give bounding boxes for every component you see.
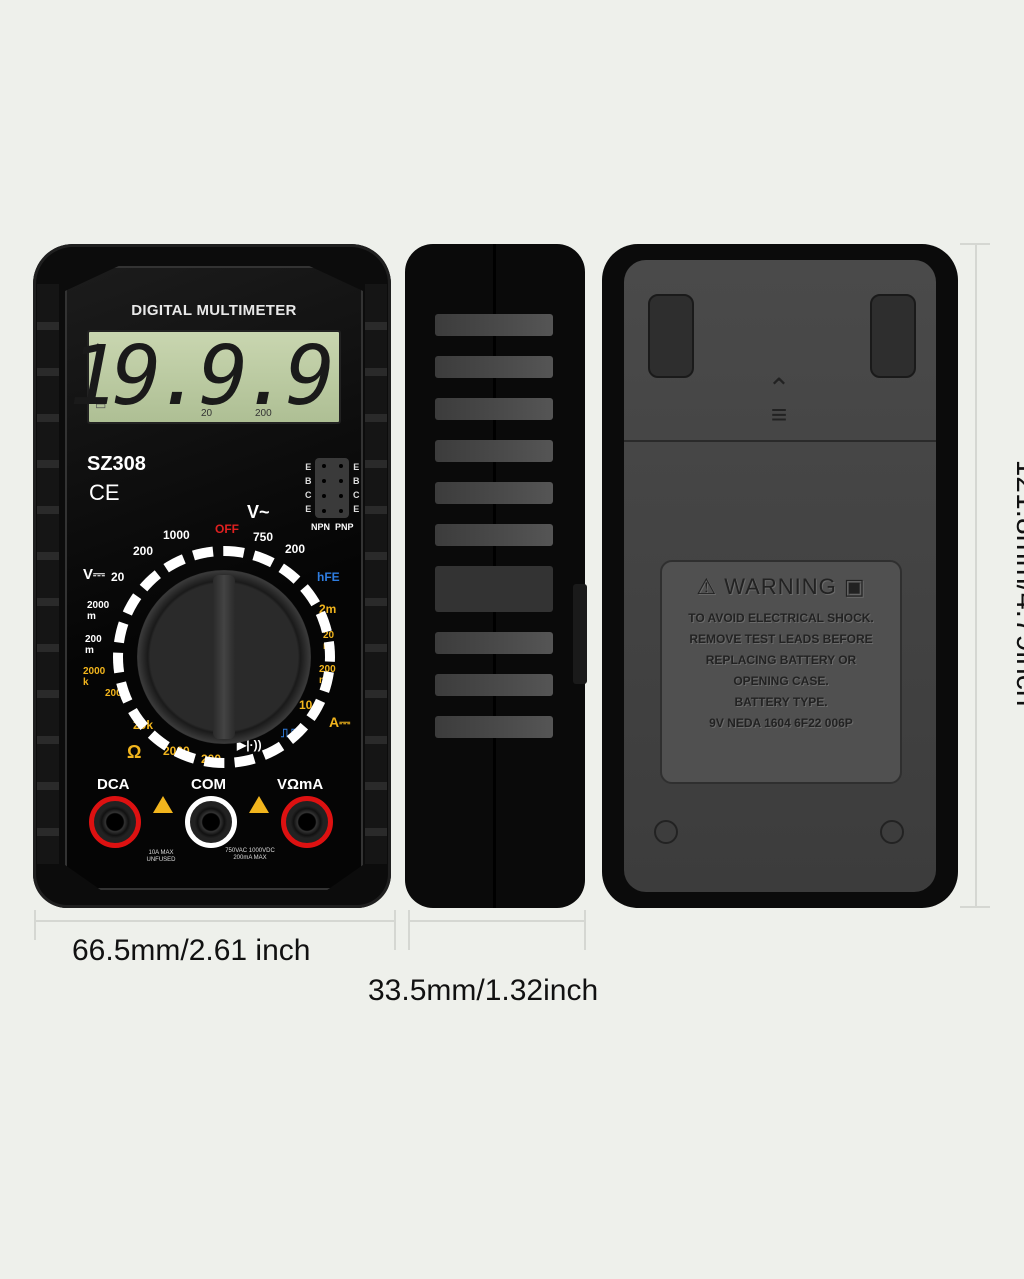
width-dimension-label: 66.5mm/2.61 inch bbox=[72, 934, 311, 967]
lcd-display: ϟ ▭ -19.9.9 20 200 bbox=[65, 330, 341, 424]
rubber-bumper-right bbox=[365, 284, 387, 864]
warning-line: BATTERY TYPE. bbox=[734, 695, 828, 709]
lcd-reading: -19.9.9 bbox=[25, 329, 335, 424]
front-panel: DIGITAL MULTIMETER ϟ ▭ -19.9.9 20 200 SZ… bbox=[65, 266, 363, 890]
hfe-transistor-socket[interactable] bbox=[315, 458, 349, 518]
lcd-label-20: 20 bbox=[201, 408, 213, 419]
dca-symbol: A⎓ bbox=[329, 714, 351, 730]
battery-type-line: 9V NEDA 1604 6F22 006P bbox=[709, 716, 853, 730]
lcd-label-200: 200 bbox=[255, 408, 272, 419]
lightning-icon: ϟ bbox=[95, 340, 103, 356]
pnp-label: PNP bbox=[335, 522, 354, 532]
stand-hinge bbox=[573, 584, 587, 684]
dimension-tick bbox=[394, 910, 396, 950]
screw-left bbox=[654, 820, 678, 844]
side-grip-ribs bbox=[435, 314, 553, 738]
vomma-input-jack[interactable] bbox=[281, 796, 333, 848]
dial-range-ring bbox=[113, 546, 335, 768]
com-input-jack[interactable] bbox=[185, 796, 237, 848]
jack-label-dca: DCA bbox=[97, 776, 130, 793]
multimeter-side-view bbox=[405, 244, 587, 908]
jack-label-com: COM bbox=[191, 776, 226, 793]
dial-off[interactable]: OFF bbox=[215, 522, 239, 536]
warning-triangle-icon: ⚠ bbox=[696, 574, 718, 599]
dimension-tick bbox=[34, 910, 36, 940]
dimension-tick bbox=[408, 910, 410, 950]
acv-symbol: V~ bbox=[247, 502, 270, 522]
acv-200[interactable]: 200 bbox=[285, 542, 306, 556]
dcv-20[interactable]: 20 bbox=[111, 570, 125, 584]
height-dimension-label: 121.8mm/4.79inch bbox=[1010, 459, 1024, 707]
dcv-200[interactable]: 200 bbox=[133, 544, 154, 558]
dcv-200m[interactable]: 200 m bbox=[85, 634, 102, 656]
ohm-symbol: Ω bbox=[127, 742, 142, 762]
high-voltage-warning-icon bbox=[249, 796, 269, 813]
ohm-2000k[interactable]: 2000 k bbox=[83, 666, 106, 688]
acv-750[interactable]: 750 bbox=[253, 530, 274, 544]
dcv-symbol: V⎓ bbox=[83, 566, 105, 583]
model-number: SZ308 bbox=[87, 453, 146, 475]
warning-line: OPENING CASE. bbox=[733, 674, 829, 688]
ce-mark: CE bbox=[89, 480, 120, 505]
back-cover: ⌃≡ ⚠ WARNING ▣ TO AVOID ELECTRICAL SHOCK… bbox=[624, 260, 936, 892]
dimension-tick bbox=[960, 243, 990, 245]
warning-line: REMOVE TEST LEADS BEFORE bbox=[689, 632, 873, 646]
height-dimension-line bbox=[975, 244, 977, 908]
rubber-foot-right bbox=[870, 294, 916, 378]
dimension-tick bbox=[960, 906, 990, 908]
double-insulation-icon: ▣ bbox=[843, 574, 866, 599]
jack-label-vomma: VΩmA bbox=[277, 776, 324, 793]
warning-heading: WARNING bbox=[724, 574, 837, 599]
battery-door-slide-arrow-icon[interactable]: ⌃≡ bbox=[767, 373, 791, 430]
dca-jack-note: 10A MAX UNFUSED bbox=[146, 850, 176, 863]
width-dimension-line bbox=[34, 920, 396, 922]
vomma-jack-note: 750VAC 1000VDC 200mA MAX bbox=[225, 848, 275, 861]
ohm-200k[interactable]: 200k bbox=[105, 688, 128, 699]
warning-line: TO AVOID ELECTRICAL SHOCK. bbox=[688, 611, 874, 625]
dimension-tick bbox=[584, 910, 586, 950]
multimeter-front-view: DIGITAL MULTIMETER ϟ ▭ -19.9.9 20 200 SZ… bbox=[33, 244, 391, 908]
warning-triangle-icon bbox=[153, 796, 173, 813]
battery-icon: ▭ bbox=[95, 398, 107, 412]
dcv-2000m[interactable]: 2000 m bbox=[87, 600, 110, 622]
dcv-1000[interactable]: 1000 bbox=[163, 528, 190, 542]
warning-label: ⚠ WARNING ▣ TO AVOID ELECTRICAL SHOCK. R… bbox=[660, 560, 902, 784]
screw-right bbox=[880, 820, 904, 844]
dial-knob-pointer[interactable] bbox=[213, 575, 235, 739]
device-title: DIGITAL MULTIMETER bbox=[131, 302, 297, 319]
rotary-selector-dial[interactable] bbox=[137, 570, 311, 744]
multimeter-back-view: ⌃≡ ⚠ WARNING ▣ TO AVOID ELECTRICAL SHOCK… bbox=[602, 244, 958, 908]
depth-dimension-line bbox=[408, 920, 586, 922]
rubber-foot-left bbox=[648, 294, 694, 378]
dca-input-jack[interactable] bbox=[89, 796, 141, 848]
warning-line: REPLACING BATTERY OR bbox=[705, 653, 857, 667]
rubber-bumper-left bbox=[37, 284, 59, 864]
npn-label: NPN bbox=[311, 522, 331, 532]
battery-door-seam bbox=[624, 440, 936, 442]
hfe-position[interactable]: hFE bbox=[317, 570, 340, 584]
depth-dimension-label: 33.5mm/1.32inch bbox=[368, 974, 599, 1007]
